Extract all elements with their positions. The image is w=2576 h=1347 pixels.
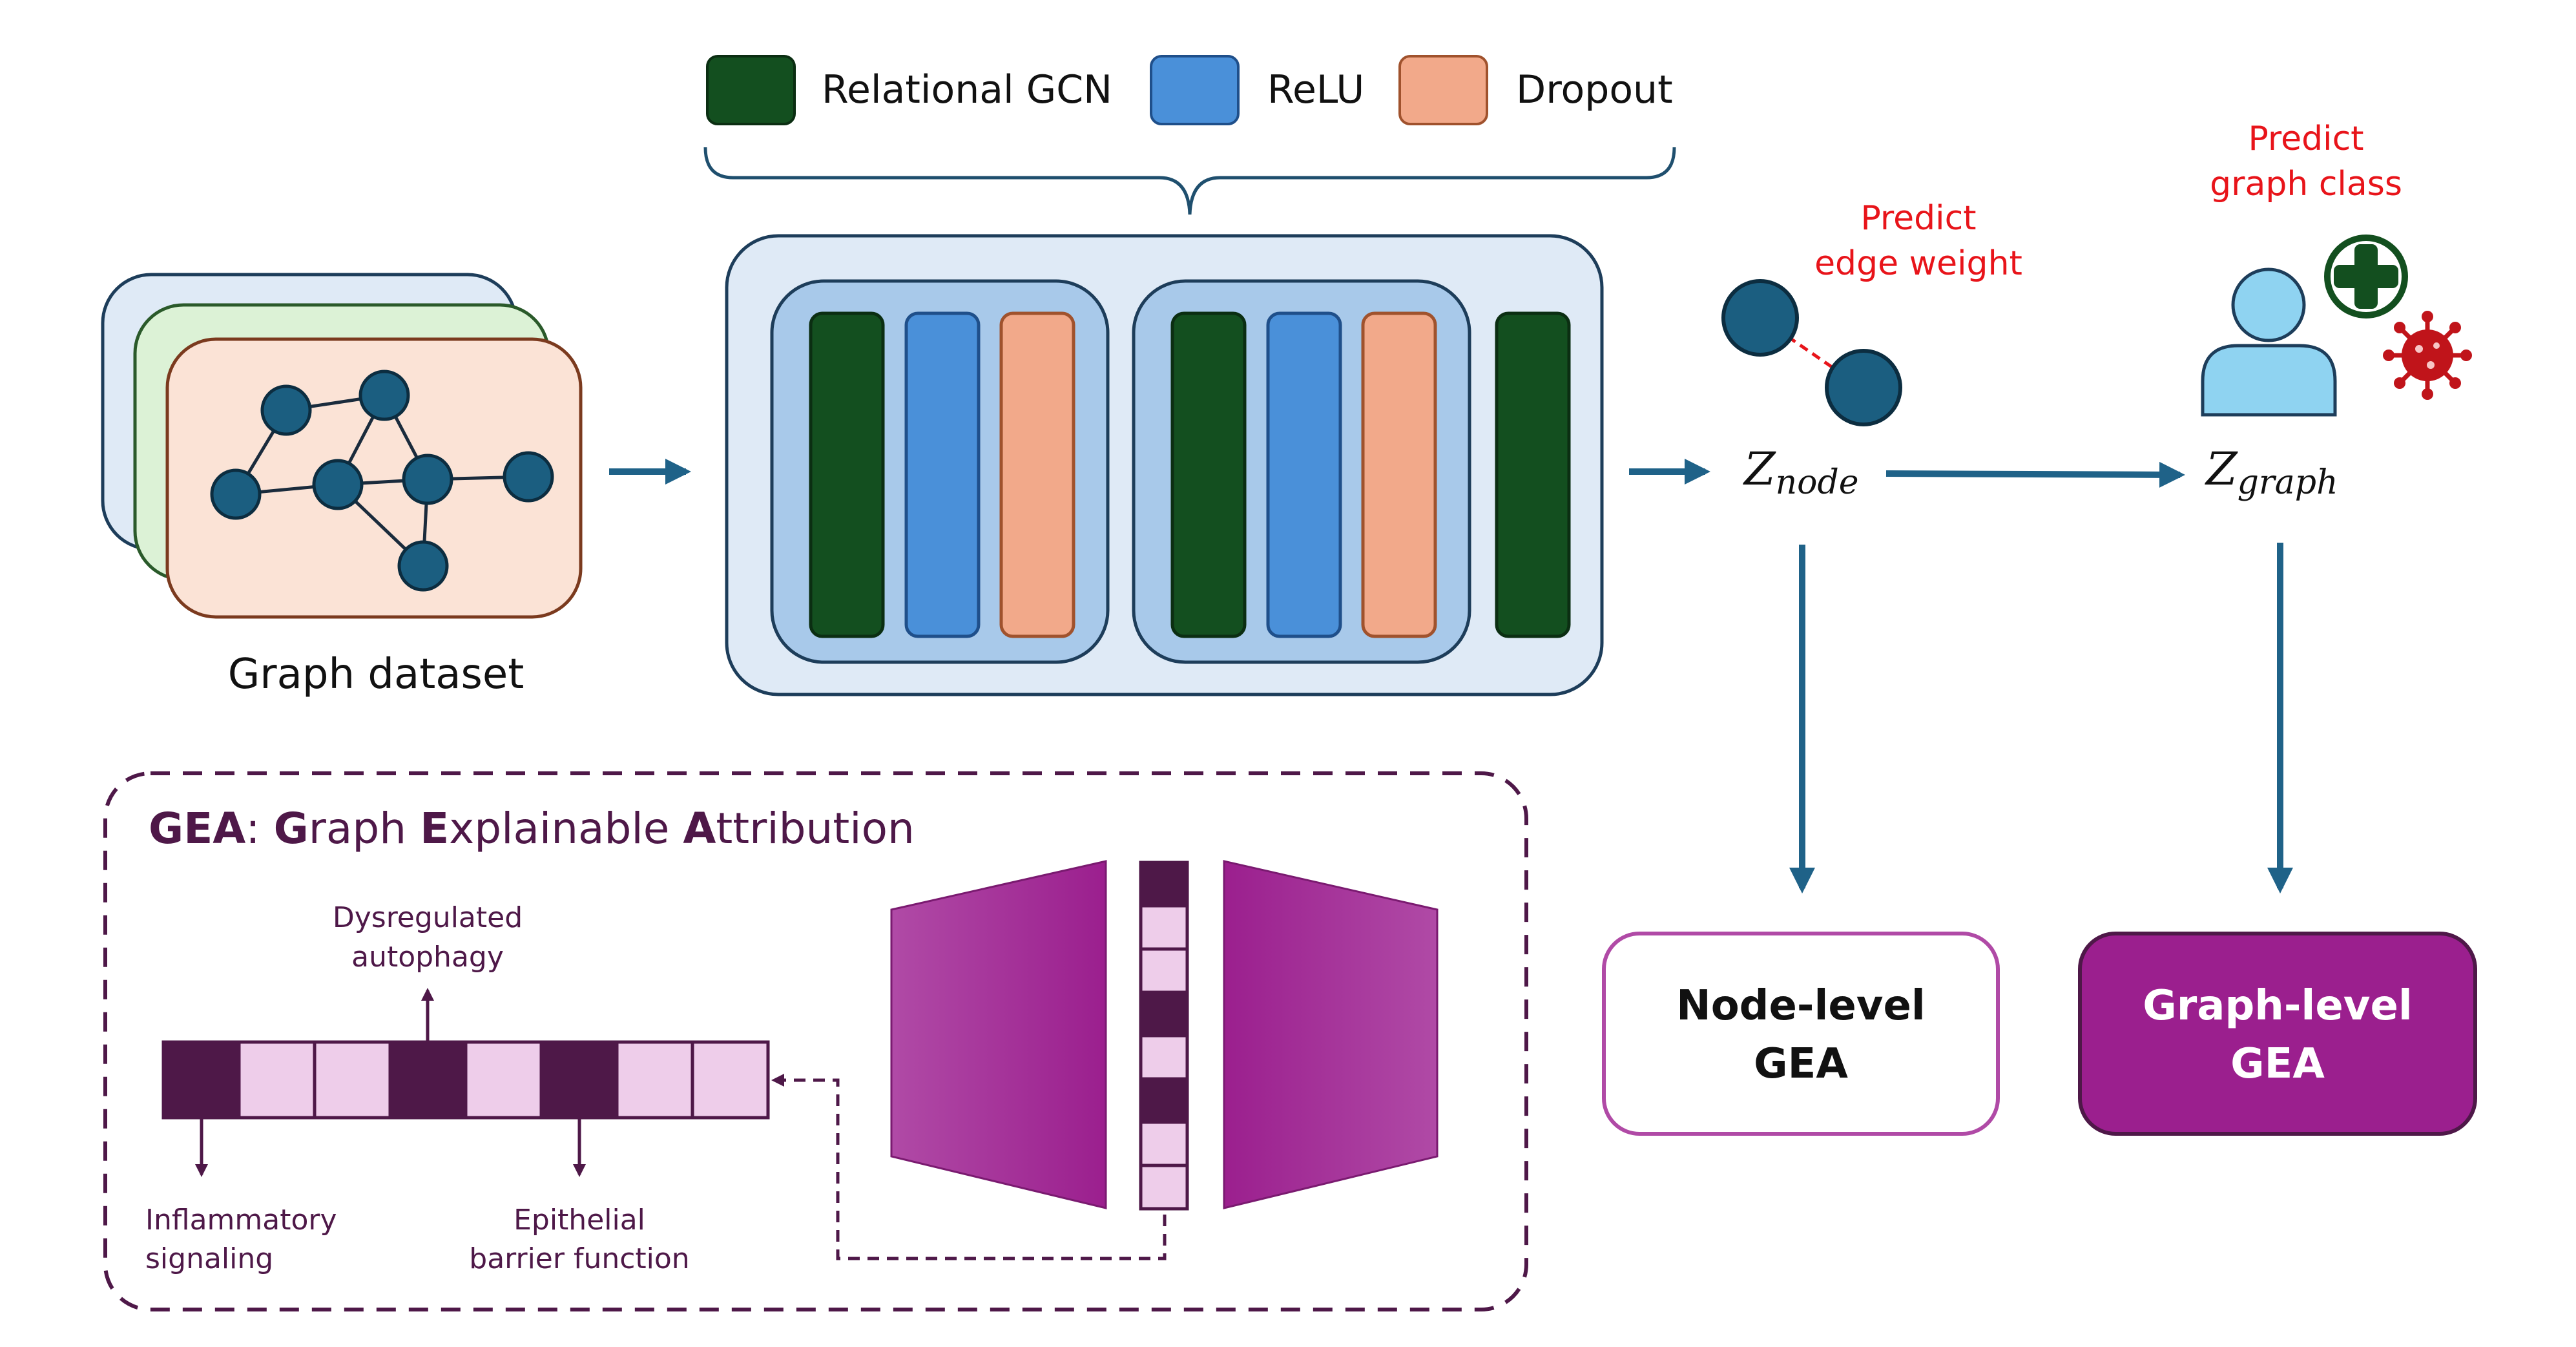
model-architecture	[725, 234, 1604, 696]
legend-dropout-label: Dropout	[1516, 67, 1673, 112]
graph-class-prediction: Predict graph class	[2201, 120, 2472, 417]
healthy-plus-icon	[2324, 235, 2408, 318]
block2-gcn-layer	[1170, 311, 1247, 638]
node-level-line2: GEA	[1754, 1040, 1848, 1088]
legend: Relational GCN ReLU Dropout	[703, 55, 1676, 215]
attribution-vector	[161, 1040, 770, 1120]
predict-graph-line2: graph class	[2210, 165, 2402, 204]
annot-inflammatory-2: signaling	[145, 1242, 273, 1275]
edge-node-a	[1721, 279, 1799, 357]
dataset-label: Graph dataset	[228, 651, 525, 698]
legend-relu-swatch	[1150, 55, 1240, 125]
z-graph-symbol: Zgraph	[2205, 443, 2338, 502]
gea-panel: GEA: Graph Explainable Attribution Dysre…	[103, 771, 1528, 1311]
graph-level-line2: GEA	[2230, 1040, 2325, 1088]
z-node-symbol: Znode	[1743, 443, 1859, 502]
bottleneck-vector	[1139, 861, 1189, 1211]
predict-graph-line1: Predict	[2248, 120, 2363, 158]
legend-gcn-swatch	[706, 55, 796, 125]
block1-dropout-layer	[999, 311, 1075, 638]
legend-gcn-label: Relational GCN	[822, 67, 1112, 112]
annot-epithelial-1: Epithelial	[514, 1204, 645, 1237]
encoder-trapezoid	[890, 860, 1107, 1209]
annot-dysregulated-1: Dysregulated	[333, 901, 523, 934]
legend-dropout-swatch	[1398, 55, 1488, 125]
annot-dysregulated-2: autophagy	[351, 941, 504, 974]
gea-panel-title: GEA: Graph Explainable Attribution	[149, 804, 915, 853]
final-gcn-layer	[1495, 311, 1571, 638]
node-level-line1: Node-level	[1676, 982, 1926, 1030]
virus-icon	[2383, 311, 2472, 400]
block2-relu-layer	[1266, 311, 1342, 638]
patient-icon	[2201, 267, 2337, 417]
block1-gcn-layer	[809, 311, 885, 638]
decoder-trapezoid	[1223, 860, 1439, 1209]
graph-level-gea-box: Graph-level GEA	[2078, 932, 2477, 1136]
annot-inflammatory-1: Inflammatory	[145, 1204, 337, 1237]
legend-brace	[703, 147, 1676, 215]
bottleneck-to-vector-connector	[771, 1074, 1167, 1260]
arrow-znode-to-zgraph	[1885, 461, 2185, 488]
edge-node-b	[1825, 349, 1902, 426]
legend-relu-label: ReLU	[1267, 67, 1364, 112]
block1-relu-layer	[904, 311, 981, 638]
gea-panel-border	[103, 771, 1528, 1311]
node-level-gea-box: Node-level GEA	[1602, 932, 2000, 1136]
block2-dropout-layer	[1361, 311, 1437, 638]
graph-level-line1: Graph-level	[2143, 982, 2413, 1030]
graph-dataset: Graph dataset	[101, 273, 583, 698]
predict-edge-line1: Predict	[1860, 199, 1976, 238]
annot-epithelial-2: barrier function	[469, 1242, 689, 1275]
edge-weight-prediction: Predict edge weight	[1721, 199, 2022, 426]
dataset-graph-nodes	[210, 370, 554, 592]
predict-edge-line2: edge weight	[1814, 244, 2022, 283]
